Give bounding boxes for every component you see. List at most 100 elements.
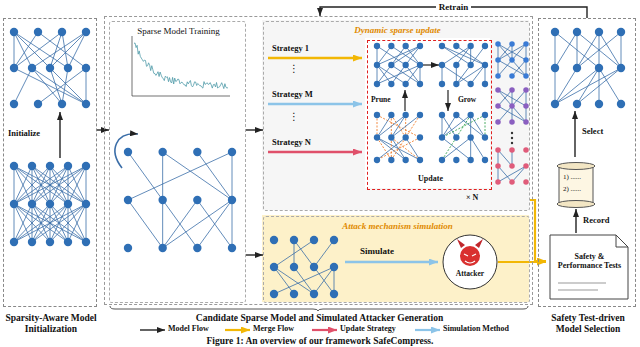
- net-edge: [163, 200, 232, 248]
- net-node: [310, 263, 318, 271]
- net-node: [495, 103, 500, 108]
- net-node: [10, 100, 18, 108]
- panel-title: Safety Test-driven Model Selection: [539, 313, 637, 334]
- net-node: [551, 100, 559, 108]
- net-node: [228, 244, 236, 252]
- net-node: [158, 244, 166, 252]
- update-box: PruneGrowUpdate× N: [367, 40, 492, 190]
- net-edge: [377, 115, 406, 138]
- net-edge: [38, 32, 86, 68]
- net-node: [509, 73, 514, 78]
- net-node: [374, 43, 380, 49]
- net-edge: [391, 115, 420, 138]
- ellipsis: ⋮: [289, 63, 299, 74]
- net-edge: [442, 115, 456, 138]
- legend-text: Merge Flow: [253, 325, 294, 334]
- net-edge: [442, 115, 471, 138]
- net-edge: [621, 32, 622, 68]
- net-node: [523, 41, 528, 46]
- net-node: [468, 43, 474, 49]
- net-edge: [38, 68, 86, 104]
- net-edge: [498, 60, 512, 76]
- test-document: Safety & Performance Tests: [546, 233, 633, 301]
- step-arrow: [423, 64, 439, 65]
- ellipsis: ⋮: [289, 111, 299, 122]
- net-node: [374, 81, 380, 87]
- net-node: [595, 28, 603, 36]
- net-edge: [32, 204, 86, 242]
- net-node: [495, 163, 500, 168]
- net-edge: [14, 166, 50, 204]
- net-edge: [456, 115, 470, 138]
- net-node: [495, 147, 500, 152]
- net-edge: [14, 204, 15, 242]
- net-edge: [377, 138, 406, 161]
- strategy-arrow: [268, 151, 362, 154]
- net-node: [417, 62, 423, 68]
- net-edge: [50, 32, 62, 68]
- net-edge: [555, 68, 577, 104]
- net-node: [46, 200, 54, 208]
- strategy-arrow: [268, 103, 362, 106]
- net-edge: [14, 166, 50, 204]
- net-edge: [555, 68, 556, 104]
- net-edge: [14, 166, 15, 204]
- page-line: [558, 283, 606, 284]
- net-edge: [14, 204, 50, 242]
- net-node: [417, 157, 423, 163]
- net-node: [573, 64, 581, 72]
- net-edge: [577, 32, 621, 68]
- net-node: [495, 41, 500, 46]
- net-edge: [471, 138, 485, 161]
- net-node: [523, 119, 528, 124]
- net-node: [509, 103, 514, 108]
- net-node: [453, 134, 459, 140]
- net-edge: [163, 152, 232, 200]
- net-node: [310, 236, 318, 244]
- net-node: [595, 64, 603, 72]
- net-node: [509, 119, 514, 124]
- net-node: [417, 112, 423, 118]
- net-edge: [555, 32, 577, 68]
- step-label: Grow: [458, 96, 476, 104]
- net-edge: [377, 138, 420, 161]
- net-edge: [68, 32, 86, 68]
- net-node: [403, 134, 409, 140]
- step-label: × N: [466, 194, 478, 203]
- net-edge: [68, 166, 86, 204]
- net-edge: [14, 204, 32, 242]
- step-label: Update: [368, 175, 493, 184]
- net-edge: [50, 166, 86, 204]
- net-node: [509, 57, 514, 62]
- net-edge: [294, 240, 314, 267]
- net-edge: [32, 166, 86, 204]
- net-edge: [498, 90, 512, 106]
- net-node: [468, 134, 474, 140]
- net-edge: [442, 138, 456, 161]
- net-node: [453, 81, 459, 87]
- net-edge: [128, 152, 232, 200]
- net-node: [388, 112, 394, 118]
- net-edge: [498, 90, 512, 106]
- net-node: [453, 157, 459, 163]
- net-edge: [62, 32, 68, 68]
- net-node: [82, 64, 90, 72]
- net-edge: [162, 152, 163, 200]
- net-node: [158, 196, 166, 204]
- net-edge: [14, 32, 32, 68]
- legend-text: Update Strategy: [340, 325, 396, 334]
- net-edge: [14, 204, 32, 242]
- net-edge: [406, 65, 420, 84]
- net-edge: [498, 44, 512, 60]
- net-node: [468, 112, 474, 118]
- strategy-label: Strategy 1: [272, 44, 309, 54]
- net-node: [388, 81, 394, 87]
- net-node: [482, 112, 488, 118]
- net-node: [82, 28, 90, 36]
- net-node: [28, 162, 36, 170]
- net-edge: [391, 115, 405, 138]
- net-edge: [471, 65, 485, 84]
- net-node: [124, 148, 132, 156]
- net-edge: [14, 166, 68, 204]
- net-edge: [232, 200, 233, 248]
